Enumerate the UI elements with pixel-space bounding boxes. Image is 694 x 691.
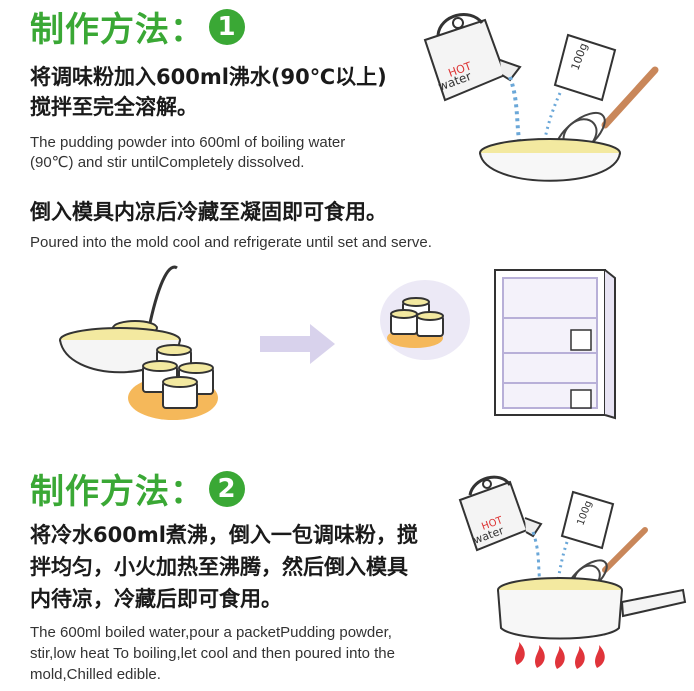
arrow-right-icon <box>260 324 335 364</box>
pudding-cups-icon <box>128 344 218 420</box>
step1-cn-line3: 倒入模具内凉后冷藏至凝固即可食用。 <box>30 200 387 224</box>
step1-cn-line2: 搅拌至完全溶解。 <box>30 95 198 119</box>
step2-en-line1: The 600ml boiled water,pour a packetPudd… <box>30 624 392 641</box>
powder-packet-icon <box>560 490 615 550</box>
kettle-icon <box>423 13 522 102</box>
step1-heading-text: 制作方法： <box>30 10 205 50</box>
kettle-icon <box>458 475 543 552</box>
step1-en-line3: Poured into the mold cool and refrigerat… <box>30 234 432 251</box>
powder-packet-icon <box>553 33 617 102</box>
step2-cn-line1: 将冷水600ml煮沸，倒入一包调味粉，搅 <box>30 523 418 547</box>
step1-en-line1: The pudding powder into 600ml of boiling… <box>30 134 346 151</box>
step2-heading: 制作方法： 2 <box>30 464 245 513</box>
plated-cups-icon <box>380 280 470 360</box>
step2-cn-line3: 内待凉，冷藏后即可食用。 <box>30 587 282 611</box>
step1-number-badge: 1 <box>209 8 245 45</box>
step2-en-line3: mold,Chilled edible. <box>30 666 161 683</box>
refrigerator-icon <box>494 269 616 420</box>
step2-number-badge: 2 <box>209 470 245 507</box>
step1-cooling-illustration <box>59 265 616 420</box>
step1-en-line2: (90℃) and stir untilCompletely dissolved… <box>30 154 305 171</box>
step2-cooking-illustration: HOT water 100g <box>458 475 687 669</box>
step2-cn-line2: 拌均匀，小火加热至沸腾，然后倒入模具 <box>30 555 408 579</box>
step1-cn-line1: 将调味粉加入600ml沸水(90℃以上) <box>30 65 387 89</box>
flame-icon <box>515 642 605 669</box>
step1-mixing-illustration: HOT water 100g <box>423 13 659 182</box>
cooking-pot-icon <box>497 577 687 640</box>
step2-heading-text: 制作方法： <box>30 472 205 512</box>
step2-en-line2: stir,low heat To boiling,let cool and th… <box>30 645 395 662</box>
mixing-bowl-icon <box>479 138 621 182</box>
step1-heading: 制作方法： 1 <box>30 2 245 51</box>
